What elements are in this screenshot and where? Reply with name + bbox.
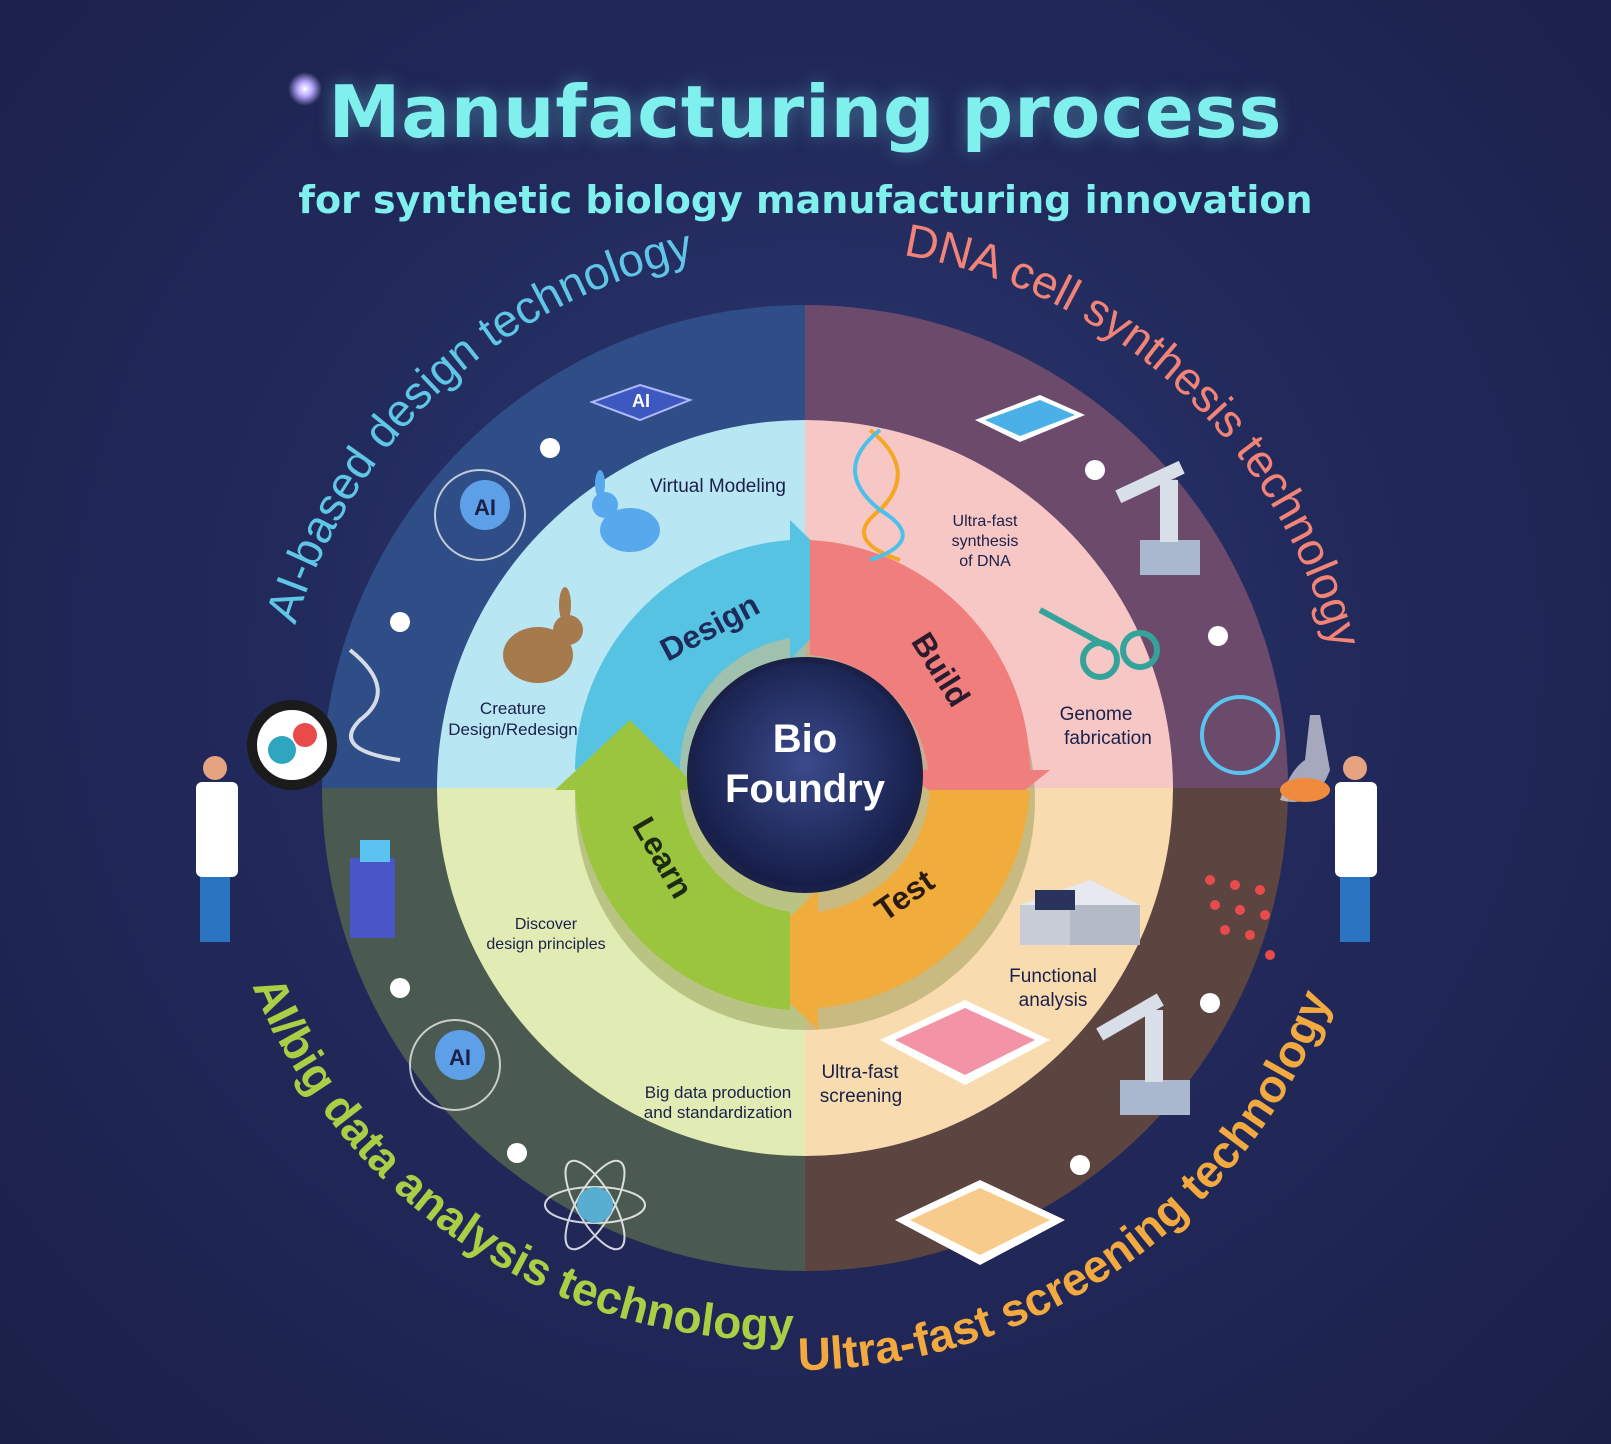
robot-arm-icon [1115,460,1200,575]
well-plate-icon-2 [880,1000,1050,1085]
step-discover-line1: Discover [515,916,578,933]
circular-dna-icon [1200,695,1280,775]
scientist-icon [196,756,238,942]
robot-arm-icon-2 [1096,993,1190,1115]
step-virtual-modeling: Virtual Modeling [650,476,786,497]
arrow-design [575,520,860,770]
step-genome-line1: Genome [1060,704,1133,725]
sparkle-icon [288,72,322,106]
well-plate-icon [975,395,1085,442]
hub-label-line1: Bio [773,717,837,761]
step-dna-line1: Ultra-fast [953,513,1018,530]
step-dna-line3: of DNA [959,553,1011,570]
inner-quadrant-design [437,420,805,788]
page-subtitle: for synthetic biology manufacturing inno… [298,178,1313,222]
step-functional-line2: analysis [1019,990,1088,1011]
step-dna-line2: synthesis [952,533,1019,550]
step-creature-line1: Creature [480,699,546,718]
well-plate-icon-3 [895,1180,1065,1265]
step-functional-line1: Functional [1009,966,1097,987]
bio-foundry-hub [687,657,923,893]
ai-head-icon: AI [434,469,526,561]
step-screening-line2: screening [820,1086,902,1107]
flask-rack-icon [1205,875,1275,960]
rabbit-model-icon [592,470,660,552]
arrow-learn [555,720,790,1010]
magnifier-icon [247,700,337,790]
atom-icon [544,1159,646,1251]
step-discover-line2: design principles [486,936,605,953]
page-title: Manufacturing process [328,70,1283,154]
ai-chip-icon: AI [589,383,694,422]
connector-node [390,438,1228,1175]
svg-text:AI: AI [474,495,496,520]
step-genome-line2: fabrication [1064,728,1152,749]
rabbit-icon [503,587,583,683]
svg-text:AI: AI [632,391,650,411]
svg-text:AI: AI [449,1045,471,1070]
step-screening-line1: Ultra-fast [821,1062,899,1083]
server-icon [350,840,395,938]
scissors-icon [1038,607,1160,680]
dna-helix-icon [348,428,905,762]
step-bigdata-line1: Big data production [645,1083,792,1102]
step-creature-line2: Design/Redesign [448,720,577,739]
arrow-test [745,790,1030,1030]
analyzer-icon [1020,880,1140,945]
ai-head-icon-2: AI [409,1019,501,1111]
step-bigdata-line2: and standardization [644,1103,792,1122]
scientist-icon-2 [1280,715,1377,942]
hub-label-line2: Foundry [725,767,886,811]
arrow-build [810,540,1050,830]
